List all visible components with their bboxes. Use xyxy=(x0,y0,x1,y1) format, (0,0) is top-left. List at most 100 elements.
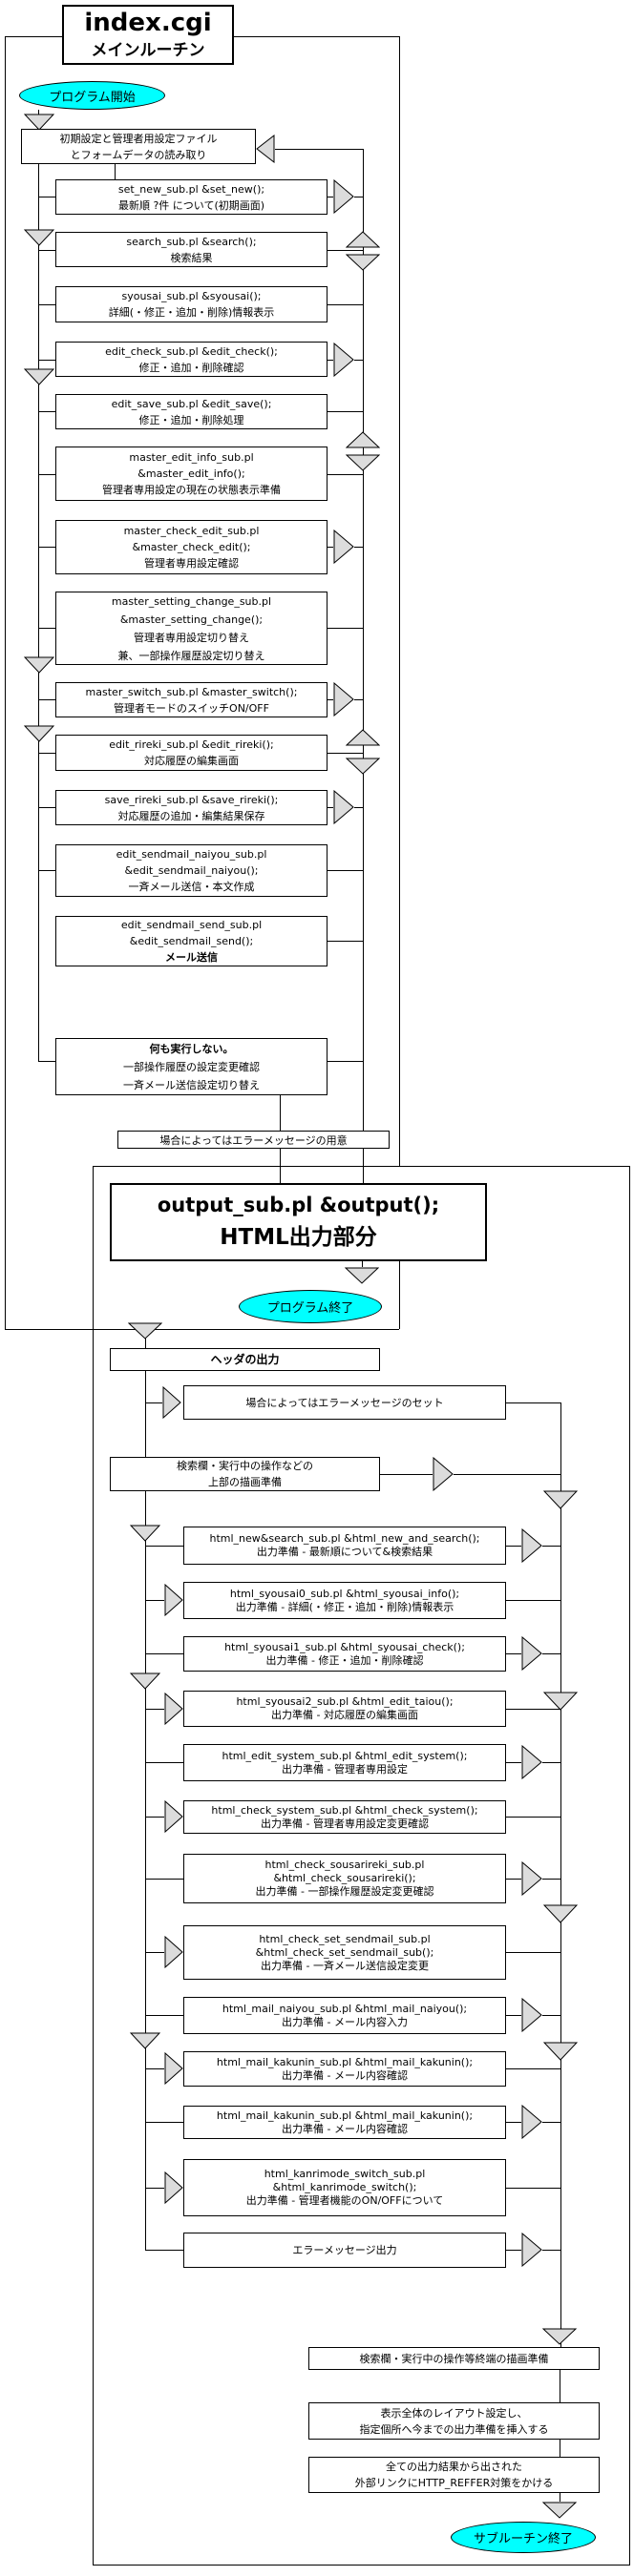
flow-box-search: search_sub.pl &search(); 検索結果 xyxy=(55,232,328,267)
output-subroutine-frame xyxy=(93,1166,630,2566)
program-filename: index.cgi xyxy=(84,8,212,37)
arrow-down-icon xyxy=(346,758,380,775)
connector-line xyxy=(506,1762,521,1763)
arrow-up-icon xyxy=(346,231,380,248)
connector-line xyxy=(328,753,363,754)
flow-box-error-set: 場合によってはエラーメッセージのセット xyxy=(183,1385,506,1420)
output-right-rail xyxy=(560,1402,561,2347)
right-outer-rail xyxy=(399,36,400,1166)
connector-line xyxy=(506,1817,560,1818)
connector-line xyxy=(328,941,363,942)
connector-line xyxy=(145,1817,164,1818)
flow-box-html-check-set-sendmail: html_check_set_sendmail_sub.pl &html_che… xyxy=(183,1925,506,1980)
connector-line xyxy=(328,304,363,305)
connector-line xyxy=(506,2250,521,2251)
connector-line xyxy=(38,628,55,629)
flow-box-edit-rireki: edit_rireki_sub.pl &edit_rireki(); 対応履歴の… xyxy=(55,735,328,771)
box-code-lines: edit_sendmail_send_sub.pl &edit_sendmail… xyxy=(120,919,263,947)
output-title-box: output_sub.pl &output(); HTML出力部分 xyxy=(110,1183,487,1261)
connector-line xyxy=(145,2068,164,2069)
arrow-down-icon xyxy=(543,1904,578,1923)
arrow-right-icon xyxy=(333,343,354,377)
output-code-line: output_sub.pl &output(); xyxy=(157,1194,440,1216)
connector-line xyxy=(328,807,333,808)
connector-line xyxy=(145,1762,183,1763)
box-bold-line: メール送信 xyxy=(165,951,218,964)
connector-line xyxy=(145,1879,183,1880)
flow-box-tail-draw: 検索欄・実行中の操作等終端の描画準備 xyxy=(308,2347,600,2370)
arrow-right-icon xyxy=(333,530,354,564)
connector-line xyxy=(38,411,55,412)
error-note-label: 場合によってはエラーメッセージの用意 xyxy=(117,1131,390,1149)
arrow-right-icon xyxy=(162,1386,181,1419)
flow-box-html-mail-naiyou: html_mail_naiyou_sub.pl &html_mail_naiyo… xyxy=(183,1997,506,2034)
arrow-down-icon xyxy=(128,1322,162,1340)
connector-line xyxy=(328,699,333,700)
connector-line xyxy=(506,1653,521,1654)
connector-line xyxy=(454,1474,560,1475)
arrow-right-icon xyxy=(521,1998,542,2032)
connector-line xyxy=(328,411,363,412)
connector-line xyxy=(145,2122,183,2123)
arrow-up-icon xyxy=(346,431,380,448)
end-terminator: プログラム終了 xyxy=(239,1290,382,1323)
flow-box-edit-save: edit_save_sub.pl &edit_save(); 修正・追加・削除処… xyxy=(55,394,328,429)
connector-line xyxy=(380,1474,433,1475)
connector-line xyxy=(506,2188,560,2189)
connector-line xyxy=(275,149,363,150)
arrow-right-icon xyxy=(521,2105,542,2139)
flow-box-master-check-edit: master_check_edit_sub.pl &master_check_e… xyxy=(55,520,328,574)
arrow-right-icon xyxy=(333,790,354,824)
connector-line xyxy=(354,699,363,700)
connector-line xyxy=(506,2122,521,2123)
connector-line xyxy=(38,474,55,475)
flow-box-edit-sendmail-naiyou: edit_sendmail_naiyou_sub.pl &edit_sendma… xyxy=(55,844,328,897)
arrow-down-icon xyxy=(130,2032,160,2049)
flow-box-html-new-search: html_new&search_sub.pl &html_new_and_sea… xyxy=(183,1527,506,1565)
arrow-right-icon xyxy=(164,1693,183,1725)
connector-line xyxy=(362,1261,363,1267)
connector-line xyxy=(542,1762,560,1763)
connector-line xyxy=(542,1653,560,1654)
connector-line xyxy=(145,1402,162,1403)
arrow-right-icon xyxy=(164,1800,183,1833)
flow-box-edit-sendmail-send: edit_sendmail_send_sub.pl &edit_sendmail… xyxy=(55,916,328,966)
flow-box-html-check-system: html_check_system_sub.pl &html_check_sys… xyxy=(183,1800,506,1834)
connector-line xyxy=(328,628,363,629)
connector-line xyxy=(145,1600,164,1601)
output-section-name: HTML出力部分 xyxy=(220,1225,377,1250)
arrow-right-icon xyxy=(521,2233,542,2267)
left-outer-rail xyxy=(5,36,6,1329)
arrow-right-icon xyxy=(521,1745,542,1779)
connector-line xyxy=(506,1709,560,1710)
connector-line xyxy=(145,2015,183,2016)
flow-box-master-setting-change: master_setting_change_sub.pl &master_set… xyxy=(55,592,328,665)
call-rail xyxy=(38,164,39,1061)
flow-box-html-mail-kakunin-2: html_mail_kakunin_sub.pl &html_mail_kaku… xyxy=(183,2106,506,2139)
flow-box-edit-check: edit_check_sub.pl &edit_check(); 修正・追加・削… xyxy=(55,342,328,377)
connector-line xyxy=(506,1546,521,1547)
connector-line xyxy=(506,1952,560,1953)
flow-box-html-edit-system: html_edit_system_sub.pl &html_edit_syste… xyxy=(183,1744,506,1781)
connector-line xyxy=(542,2015,560,2016)
connector-line xyxy=(399,1261,400,1329)
box-bold-line: 何も実行しない。 xyxy=(149,1042,234,1055)
connector-line xyxy=(145,2250,183,2251)
connector-line xyxy=(354,547,363,548)
flow-box-html-check-sousarireki: html_check_sousarireki_sub.pl &html_chec… xyxy=(183,1854,506,1903)
return-rail xyxy=(363,149,364,1183)
connector-line xyxy=(354,807,363,808)
connector-line xyxy=(38,304,55,305)
flow-box-no-exec: 何も実行しない。 一部操作履歴の設定変更確認 一斉メール送信設定切り替え xyxy=(55,1038,328,1095)
connector-line xyxy=(542,2122,560,2123)
connector-line xyxy=(38,250,55,251)
flow-box-error-output: エラーメッセージ出力 xyxy=(183,2233,506,2268)
arrow-down-icon xyxy=(24,725,54,742)
flow-box-top-draw: 検索欄・実行中の操作などの 上部の描画準備 xyxy=(110,1457,380,1491)
connector-line xyxy=(328,1061,363,1062)
connector-line xyxy=(115,164,116,179)
arrow-up-icon xyxy=(346,729,380,746)
arrow-right-icon xyxy=(333,179,354,214)
connector-line xyxy=(542,1546,560,1547)
connector-line xyxy=(328,547,333,548)
